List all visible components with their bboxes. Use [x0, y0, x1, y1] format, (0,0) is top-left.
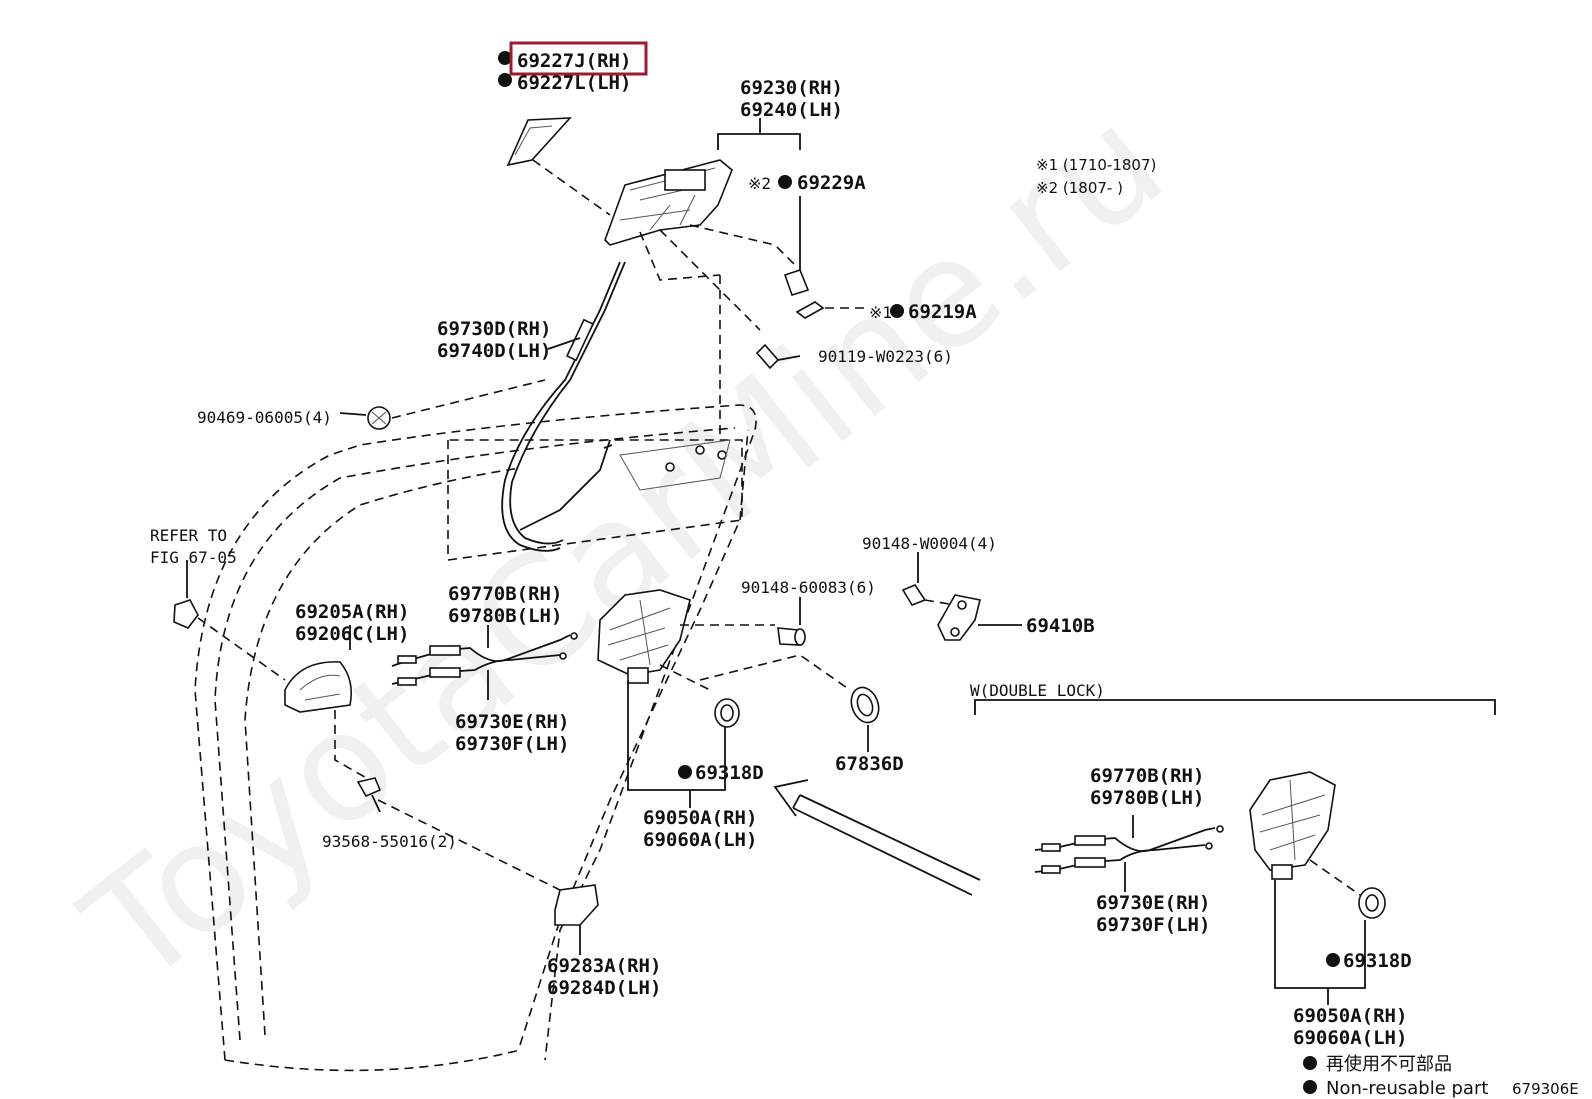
label-69206c[interactable]: 69206C(LH): [295, 623, 409, 645]
label-69205a[interactable]: 69205A(RH): [295, 601, 409, 623]
label-69730f[interactable]: 69730F(LH): [455, 733, 569, 755]
inside-handle-69205a[interactable]: [284, 661, 353, 713]
outside-handle-frame-69230[interactable]: [604, 159, 733, 246]
cable-69730d[interactable]: [501, 261, 626, 552]
note-2: ※2 (1807- ): [1036, 179, 1123, 197]
label-90148-60083[interactable]: 90148-60083(6): [741, 578, 876, 597]
label-fig-67-05[interactable]: FIG 67-05: [150, 548, 237, 567]
note-1: ※1 (1710-1807): [1036, 156, 1156, 174]
highlight-box-69227j: [509, 41, 648, 76]
label-double-lock: W(DOUBLE LOCK): [970, 681, 1105, 700]
seal-67836d[interactable]: [847, 684, 884, 727]
label-69284d[interactable]: 69284D(LH): [547, 977, 661, 999]
label-dl-69060a[interactable]: 69060A(LH): [1293, 1027, 1407, 1049]
striker-69410b[interactable]: [937, 594, 981, 641]
dl-grommet-69318d[interactable]: [1358, 887, 1386, 919]
clip-90469[interactable]: [367, 406, 391, 430]
label-69283a[interactable]: 69283A(RH): [547, 955, 661, 977]
screw-90148-w0004[interactable]: [901, 584, 927, 606]
door-outline: [194, 404, 757, 1072]
clip-69229a[interactable]: [783, 269, 810, 296]
label-90119[interactable]: 90119-W0223(6): [818, 347, 953, 366]
label-69730e[interactable]: 69730E(RH): [455, 711, 569, 733]
dl-cables[interactable]: [1034, 825, 1224, 874]
label-69219a[interactable]: 69219A: [908, 301, 977, 323]
pad-69283a[interactable]: [554, 884, 599, 926]
panel-holes: [619, 439, 731, 491]
label-69230[interactable]: 69230(RH): [740, 77, 843, 99]
label-69770b[interactable]: 69770B(RH): [448, 583, 562, 605]
mark-69219a: ※1: [869, 303, 892, 322]
bolt-90148-60083[interactable]: [777, 627, 806, 646]
label-69227l[interactable]: 69227L(LH): [517, 72, 631, 94]
bolt-90119[interactable]: [755, 343, 801, 370]
cover-69227j[interactable]: [506, 117, 572, 167]
legend-jp: 再使用不可部品: [1326, 1054, 1452, 1075]
clip-refer-67-05[interactable]: [173, 599, 199, 629]
label-69410b[interactable]: 69410B: [1026, 615, 1095, 637]
mark-69229a: ※2: [748, 174, 771, 193]
label-dl-69318d[interactable]: 69318D: [1343, 950, 1412, 972]
label-67836d[interactable]: 67836D: [835, 753, 904, 775]
label-69060a[interactable]: 69060A(LH): [643, 829, 757, 851]
label-69240[interactable]: 69240(LH): [740, 99, 843, 121]
label-dl-69050a[interactable]: 69050A(RH): [1293, 1005, 1407, 1027]
label-69227j[interactable]: 69227J(RH): [517, 50, 631, 72]
label-dl-69730f[interactable]: 69730F(LH): [1096, 914, 1210, 936]
label-90469[interactable]: 90469-06005(4): [197, 408, 332, 427]
label-93568[interactable]: 93568-55016(2): [322, 832, 457, 851]
legend-en: Non-reusable part: [1326, 1078, 1488, 1099]
grommet-69318d[interactable]: [714, 698, 740, 728]
arrow-double-lock: [773, 779, 981, 896]
label-dl-69730e[interactable]: 69730E(RH): [1096, 892, 1210, 914]
label-69740d[interactable]: 69740D(LH): [437, 340, 551, 362]
label-69050a[interactable]: 69050A(RH): [643, 807, 757, 829]
label-69229a[interactable]: 69229A: [797, 172, 866, 194]
door-lock-69050a[interactable]: [597, 589, 691, 684]
screw-93568[interactable]: [356, 777, 382, 813]
cables-69770b[interactable]: [391, 632, 578, 686]
figure-id: 679306E: [1512, 1080, 1579, 1098]
label-refer-to: REFER TO: [150, 526, 227, 545]
label-69318d[interactable]: 69318D: [695, 762, 764, 784]
pad-69219a[interactable]: [795, 301, 825, 319]
label-dl-69780b[interactable]: 69780B(LH): [1090, 787, 1204, 809]
label-69730d[interactable]: 69730D(RH): [437, 318, 551, 340]
dl-door-lock[interactable]: [1249, 771, 1336, 880]
label-69780b[interactable]: 69780B(LH): [448, 605, 562, 627]
label-90148-w0004[interactable]: 90148-W0004(4): [862, 534, 997, 553]
label-dl-69770b[interactable]: 69770B(RH): [1090, 765, 1204, 787]
